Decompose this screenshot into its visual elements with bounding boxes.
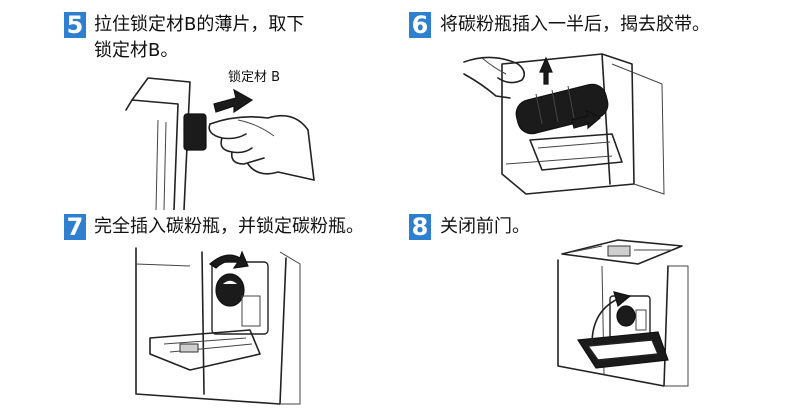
step-instruction: 完全插入碳粉瓶，并锁定碳粉瓶。	[94, 216, 364, 237]
step-instruction: 将碳粉瓶插入一半后，揭去胶带。	[440, 14, 710, 35]
step-number-badge: 5	[64, 12, 86, 38]
step-instruction: 关闭前门。	[440, 216, 530, 237]
remove-locking-part-illustration	[125, 77, 315, 210]
step-number-badge: 6	[409, 12, 431, 38]
step-instruction: 拉住锁定材B的薄片，取下	[94, 14, 305, 35]
step-number-badge: 8	[409, 214, 431, 240]
insert-toner-half-illustration	[463, 53, 665, 195]
locking-part-label: 锁定材 B	[228, 70, 281, 85]
step-number-badge: 7	[64, 214, 86, 240]
close-front-door-illustration	[557, 239, 689, 387]
step-instruction-continued: 锁定材B。	[94, 40, 179, 61]
lock-toner-illustration	[135, 247, 301, 405]
